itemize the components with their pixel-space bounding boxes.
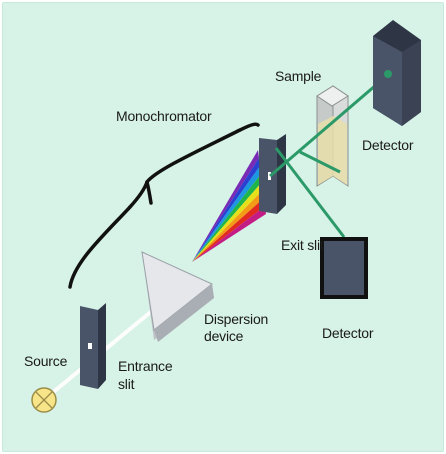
source-lamp: [31, 387, 57, 413]
sample-cuvette: [316, 85, 349, 187]
source-label: Source: [24, 353, 68, 369]
spectrum-band: [192, 198, 265, 262]
entrance-slit: [80, 303, 106, 389]
exit-slit-label: Exit slit: [281, 237, 324, 253]
spectrum-band: [192, 182, 263, 262]
sample-label: Sample: [275, 68, 322, 84]
spectrum-band: [192, 158, 260, 262]
spectrum-band: [192, 150, 259, 262]
beam-to-sample: [269, 71, 391, 178]
device-label: device: [204, 328, 244, 344]
spectrum-band: [192, 166, 261, 262]
detector-top: [373, 20, 421, 126]
detector-bottom-label: Detector: [322, 325, 374, 341]
dispersion-prism: [141, 251, 214, 342]
detector-bottom: [320, 237, 368, 299]
beam-reference: [274, 147, 346, 238]
spectrum-band: [192, 206, 266, 262]
spectrum-band: [192, 190, 264, 262]
detector-top-label: Detector: [362, 137, 414, 153]
monochromator-label: Monochromator: [116, 108, 212, 124]
spectrum-band: [192, 174, 262, 262]
spectrum-fan: [192, 150, 266, 262]
entrance-label: Entrance: [118, 358, 173, 374]
monochromator-brace-tip: [145, 180, 153, 205]
beam-cross: [299, 150, 341, 174]
dispersion-label: Dispersion: [204, 311, 269, 327]
entrance-slit-label: slit: [118, 376, 135, 392]
